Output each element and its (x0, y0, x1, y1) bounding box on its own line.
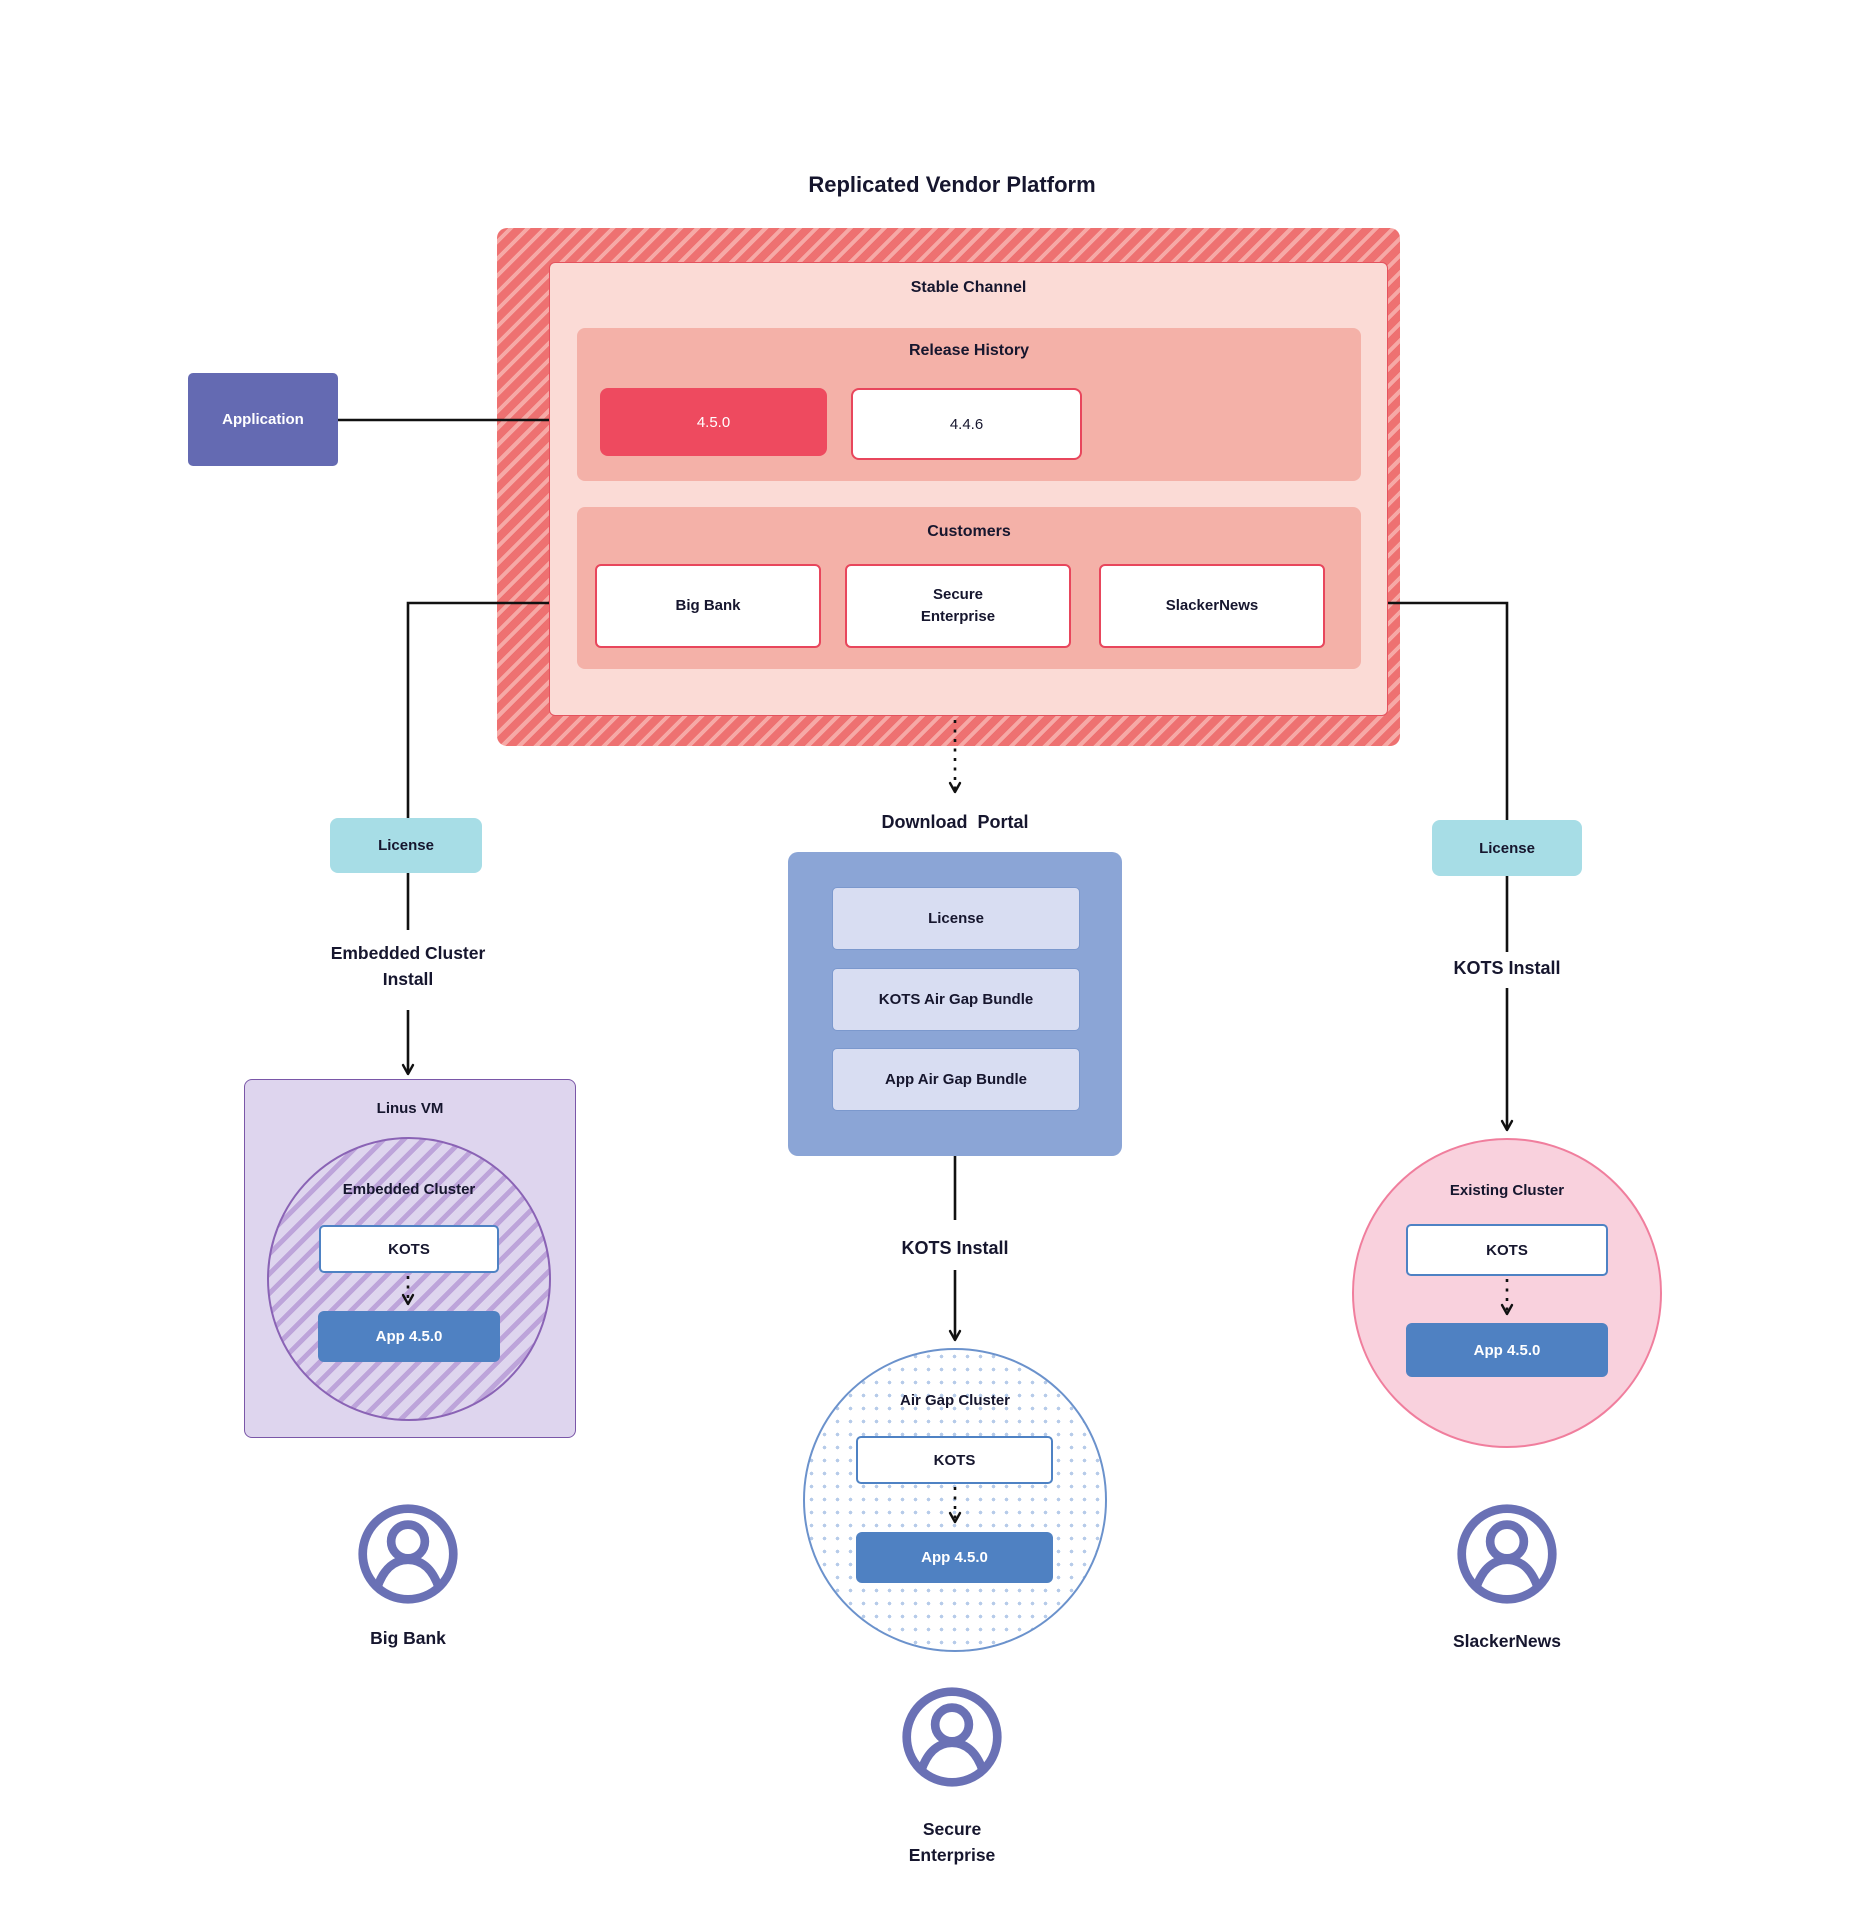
air-gap-cluster-circle: Air Gap Cluster (803, 1348, 1107, 1652)
kots-node-mid: KOTS (856, 1436, 1053, 1484)
release-version-current: 4.5.0 (600, 388, 827, 456)
release-version-previous: 4.4.6 (851, 388, 1082, 460)
kots-install-label-mid: KOTS Install (901, 1238, 1009, 1258)
customer-label: SlackerNews (1165, 597, 1259, 615)
customer-big-bank: Big Bank (595, 564, 821, 648)
app-version-node-mid: App 4.5.0 (856, 1532, 1053, 1583)
user-label-secure-enterprise: Secure Enterprise (872, 1816, 1032, 1869)
customer-label: Secure Enterprise (920, 586, 996, 625)
kots-node-right: KOTS (1406, 1224, 1608, 1276)
page-title: Replicated Vendor Platform (808, 172, 1096, 197)
user-icon (1454, 1501, 1560, 1612)
kots-install-label-right: KOTS Install (1453, 958, 1561, 978)
portal-item-kots-bundle: KOTS Air Gap Bundle (832, 968, 1080, 1031)
existing-cluster-circle: Existing Cluster (1352, 1138, 1662, 1448)
license-node-left: License (330, 818, 482, 873)
release-history-box: Release History 4.5.0 4.4.6 (577, 328, 1361, 481)
download-portal-label: Download Portal (881, 812, 1029, 832)
app-version-node-right: App 4.5.0 (1406, 1323, 1608, 1377)
stable-channel-label: Stable Channel (910, 279, 1027, 296)
existing-cluster-label: Existing Cluster (1449, 1182, 1565, 1199)
customers-box: Customers Big Bank Secure Enterprise Sla… (577, 507, 1361, 669)
portal-item-app-bundle: App Air Gap Bundle (832, 1048, 1080, 1111)
license-node-right: License (1432, 820, 1582, 876)
embedded-cluster-label: Embedded Cluster (342, 1181, 476, 1198)
customer-secure-enterprise: Secure Enterprise (845, 564, 1071, 648)
user-label-text: Secure Enterprise (908, 1819, 996, 1866)
download-portal-box: License KOTS Air Gap Bundle App Air Gap … (788, 852, 1122, 1156)
release-history-label: Release History (908, 342, 1030, 359)
user-label-big-bank: Big Bank (370, 1628, 446, 1648)
application-node: Application (188, 373, 338, 466)
air-gap-cluster-label: Air Gap Cluster (899, 1392, 1011, 1409)
customer-label: Big Bank (675, 597, 741, 615)
kots-node-left: KOTS (319, 1225, 499, 1273)
user-icon (899, 1684, 1005, 1795)
customers-label: Customers (927, 523, 1011, 540)
linus-vm-label: Linus VM (376, 1100, 444, 1117)
app-version-node-left: App 4.5.0 (318, 1311, 500, 1362)
user-icon (355, 1501, 461, 1612)
user-label-slackernews: SlackerNews (1453, 1631, 1561, 1651)
portal-item-license: License (832, 887, 1080, 950)
embedded-cluster-install-label: Embedded Cluster Install (330, 943, 486, 990)
stable-channel-box: Stable Channel Release History 4.5.0 4.4… (549, 262, 1388, 716)
customer-slackernews: SlackerNews (1099, 564, 1325, 648)
